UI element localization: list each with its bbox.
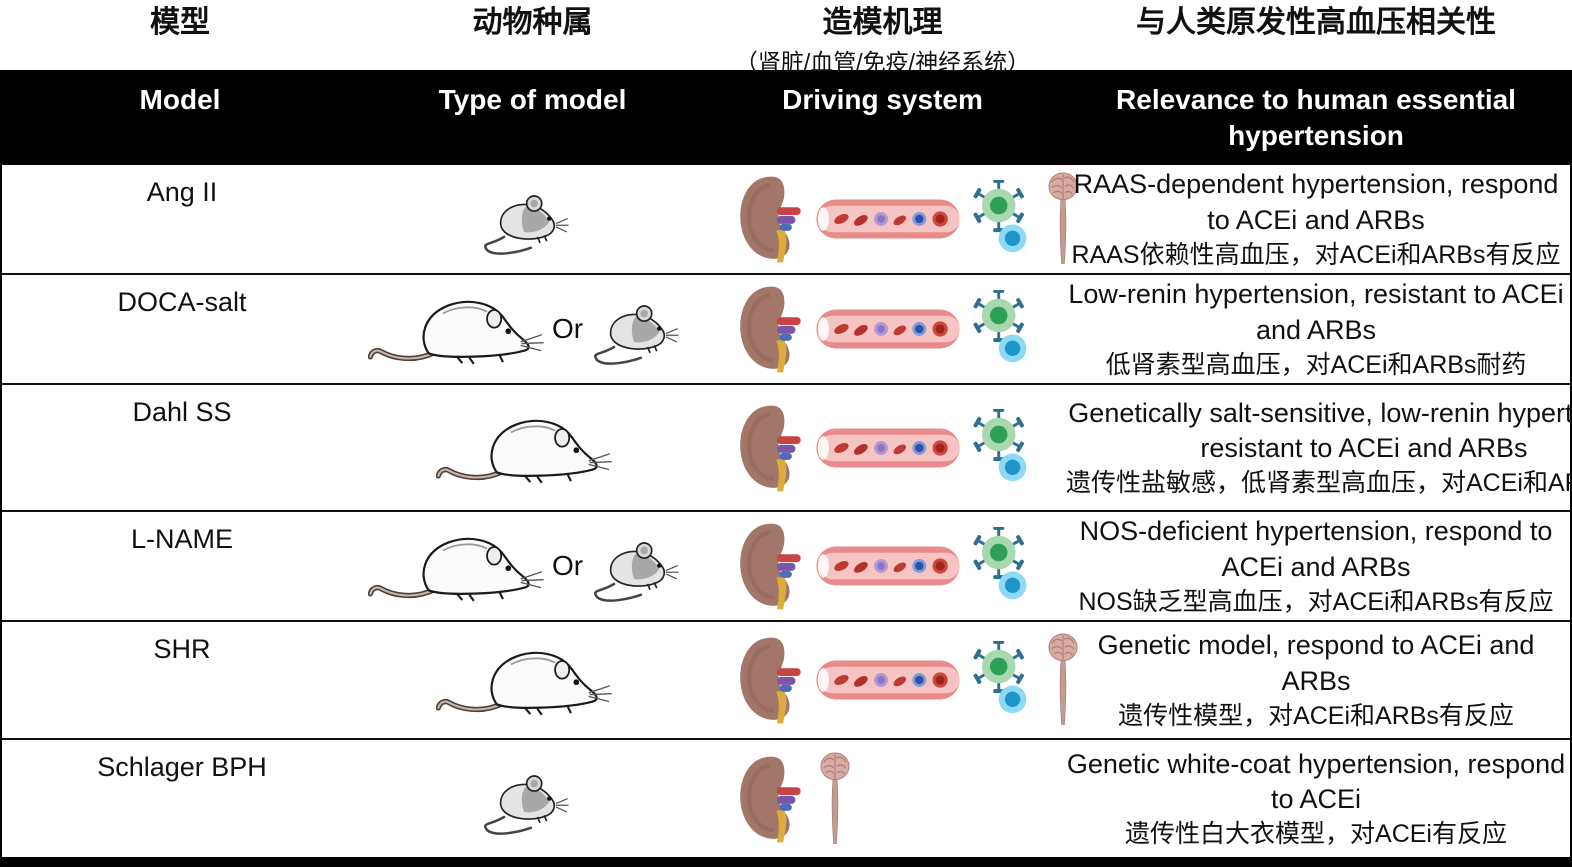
immune-cells-icon [971,641,1033,719]
table-row: Ang II RAAS-dependent hypertension, resp… [2,165,1570,273]
kidney-icon [735,753,805,845]
col-header-relevance-en: Relevance to human essential hypertensio… [1116,84,1516,152]
table-frame: Ang II RAAS-dependent hypertension, resp… [0,165,1572,857]
relevance-cell: RAAS-dependent hypertension, respond to … [1062,165,1570,273]
or-label: Or [551,313,584,344]
bottom-border-bar [0,857,1572,867]
animal-cell [362,740,707,857]
col-header-driving-en: Driving system [782,84,983,115]
relevance-en: Genetic white-coat hypertension, respond… [1066,748,1566,815]
chinese-header-row: 模型 动物种属 造模机理 （肾脏/血管/免疫/神经系统） 与人类原发性高血压相关… [0,0,1572,75]
driving-cell [707,165,1062,273]
driving-cell [707,622,1062,738]
english-header-row: Model Type of model Driving system Relev… [0,70,1572,165]
table-row: SHR Genetic model, respond to ACEi and A… [2,620,1570,738]
mouse-icon [479,762,571,836]
relevance-en: Low-renin hypertension, resistant to ACE… [1068,279,1564,345]
col-header-driving-zh: 造模机理 （肾脏/血管/免疫/神经系统） [705,6,1060,77]
model-cell: DOCA-salt [2,275,362,383]
model-cell: SHR [2,622,362,738]
animal-cell [362,385,707,510]
relevance-zh: 遗传性模型，对ACEi和ARBs有反应 [1118,701,1514,730]
relevance-zh: RAAS依赖性高血压，对ACEi和ARBs有反应 [1071,240,1561,269]
driving-zh-subtitle: （肾脏/血管/免疫/神经系统） [734,48,1031,75]
model-cell-label: DOCA-salt [117,287,247,317]
immune-cells-icon [971,409,1033,487]
relevance-zh: 低肾素型高血压，对ACEi和ARBs耐药 [1105,350,1527,379]
table-body: Ang II RAAS-dependent hypertension, resp… [2,165,1572,857]
kidney-icon [735,402,805,494]
kidney-icon [735,173,805,265]
relevance-cell: Genetic white-coat hypertension, respond… [1062,740,1570,857]
relevance-en: NOS-deficient hypertension, respond to A… [1079,516,1553,582]
model-cell-label: SHR [153,634,211,664]
relevance-en: Genetic model, respond to ACEi and ARBs [1097,630,1535,696]
blood-vessel-icon [815,422,961,474]
or-label: Or [551,550,584,581]
blood-vessel-icon [815,654,961,706]
table-row: Dahl SS Genetically salt-sensitive, low-… [2,383,1572,510]
col-header-type-en: Type of model [438,84,627,115]
relevance-zh: NOS缺乏型高血压，对ACEi和ARBs有反应 [1078,587,1554,616]
col-header-type-zh: 动物种属 [472,6,593,39]
mouse-icon [479,182,571,256]
rat-icon [368,524,546,608]
model-cell-label: Ang II [146,177,218,207]
relevance-cell: NOS-deficient hypertension, respond to A… [1062,512,1570,620]
blood-vessel-icon [815,303,961,355]
mouse-icon [589,292,681,366]
animal-cell: Or [362,275,707,383]
animal-cell [362,165,707,273]
kidney-icon [735,520,805,612]
immune-cells-icon [971,527,1033,605]
rat-icon [436,638,614,722]
kidney-icon [735,283,805,375]
model-cell-label: Schlager BPH [97,752,267,782]
blood-vessel-icon [815,193,961,245]
driving-cell [707,512,1062,620]
immune-cells-icon [971,290,1033,368]
table-row: DOCA-salt Or Low-renin hypertension, res… [2,273,1570,383]
animal-cell [362,622,707,738]
table-row: L-NAME Or NOS-deficient hypertension, re… [2,510,1570,620]
model-cell: Ang II [2,165,362,273]
relevance-zh: 遗传性白大衣模型，对ACEi有反应 [1125,820,1507,848]
driving-cell [707,275,1062,383]
kidney-icon [735,634,805,726]
relevance-en: Genetically salt-sensitive, low-renin hy… [1068,397,1572,464]
driving-cell [707,385,1062,510]
model-cell: Dahl SS [2,385,362,510]
col-header-relevance-zh: 与人类原发性高血压相关性 [1136,6,1496,39]
brain-spinal-cord-icon [815,749,855,849]
immune-cells-icon [971,180,1033,258]
driving-zh-title: 造模机理 [822,6,943,39]
col-header-model-en: Model [139,84,221,115]
driving-cell [707,740,1062,857]
relevance-zh: 遗传性盐敏感，低肾素型高血压，对ACEi和ARBs耐药 [1066,469,1572,497]
model-cell-label: L-NAME [130,524,233,554]
model-cell: Schlager BPH [2,740,362,857]
rat-icon [368,287,546,371]
animal-cell: Or [362,512,707,620]
relevance-cell: Genetically salt-sensitive, low-renin hy… [1062,385,1572,510]
table-row: Schlager BPH Genetic white-coat hyperten… [2,738,1570,857]
model-cell-label: Dahl SS [132,397,232,427]
rat-icon [436,406,614,490]
relevance-cell: Genetic model, respond to ACEi and ARBs … [1062,622,1570,738]
relevance-en: RAAS-dependent hypertension, respond to … [1073,169,1559,235]
relevance-cell: Low-renin hypertension, resistant to ACE… [1062,275,1570,383]
mouse-icon [589,529,681,603]
blood-vessel-icon [815,540,961,592]
col-header-model-zh: 模型 [150,6,210,39]
model-cell: L-NAME [2,512,362,620]
